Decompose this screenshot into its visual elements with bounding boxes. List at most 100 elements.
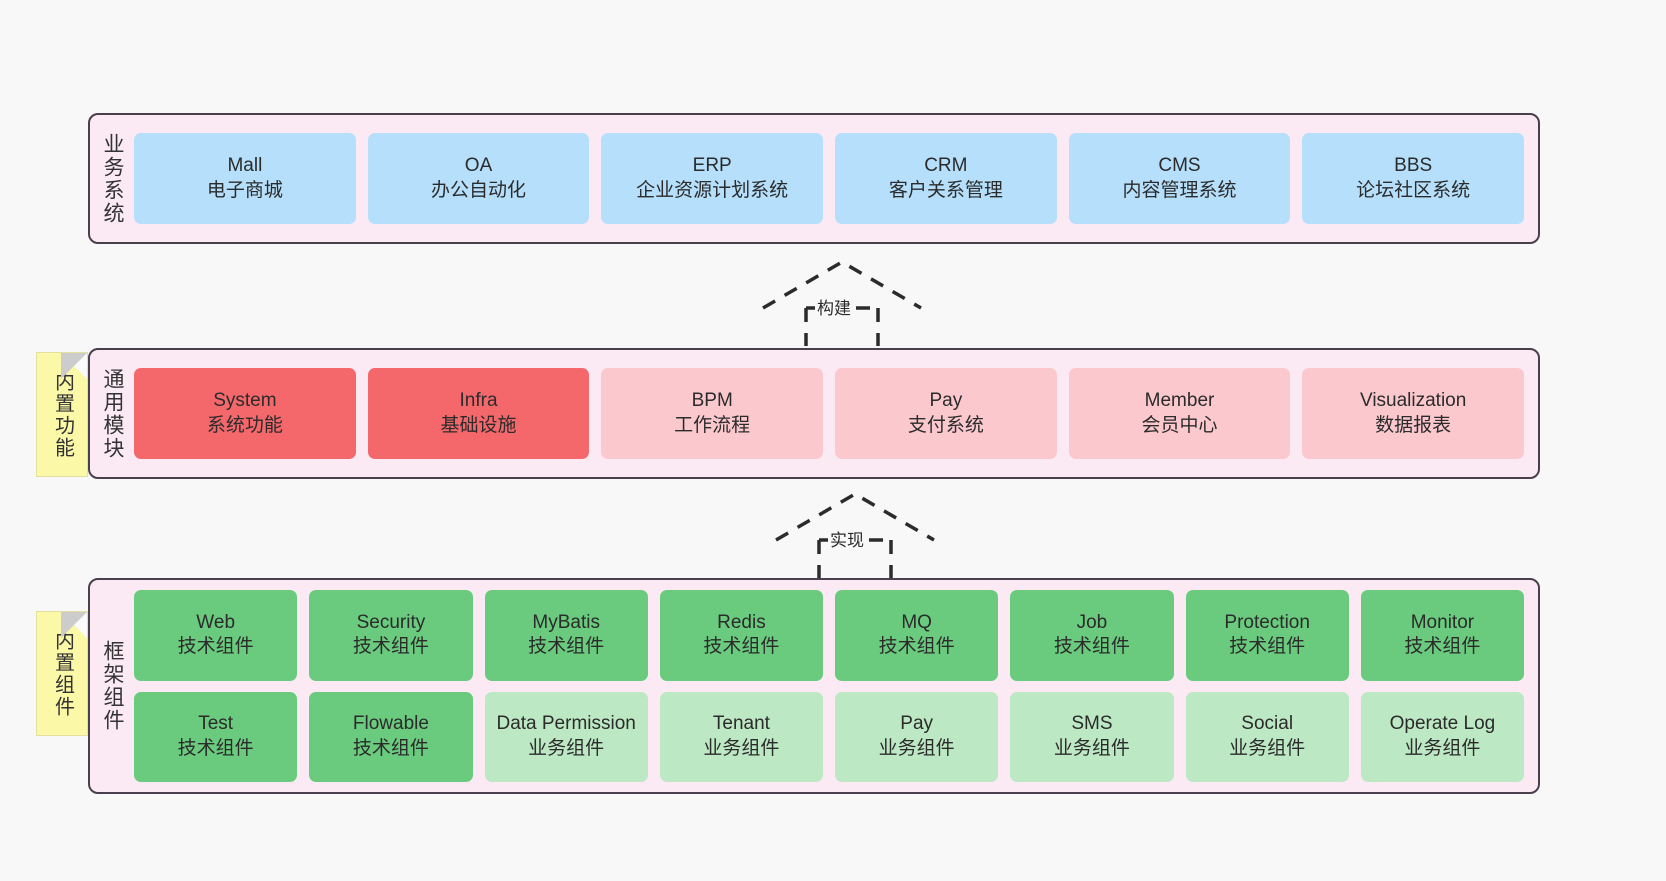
component-card-mybatis[interactable]: MyBatis 技术组件	[484, 590, 648, 681]
layer-common-module-title: 通用模块	[101, 367, 125, 460]
card-cn-label: 客户关系管理	[888, 179, 1003, 201]
common-module-card-list: System 系统功能 Infra 基础设施 BPM 工作流程 Pay 支付系统…	[132, 350, 1538, 477]
business-card-crm[interactable]: CRM 客户关系管理	[835, 133, 1057, 224]
card-cn-label: 系统功能	[206, 414, 283, 436]
card-cn-label: 论坛社区系统	[1356, 179, 1471, 201]
module-card-infra[interactable]: Infra 基础设施	[367, 368, 590, 459]
sticky-note-label: 内置组件	[51, 629, 74, 718]
module-card-visualization[interactable]: Visualization 数据报表	[1302, 368, 1524, 459]
card-cn-label: 办公自动化	[431, 179, 527, 201]
card-en-label: Flowable	[352, 713, 429, 735]
card-en-label: Redis	[717, 611, 766, 633]
card-en-label: Operate Log	[1389, 713, 1496, 735]
card-en-label: Social	[1241, 713, 1294, 735]
business-card-mall[interactable]: Mall 电子商城	[134, 133, 356, 224]
card-en-label: System	[213, 390, 277, 412]
component-card-flowable[interactable]: Flowable 技术组件	[309, 691, 473, 782]
module-card-bpm[interactable]: BPM 工作流程	[601, 368, 824, 459]
module-card-system[interactable]: System 系统功能	[134, 368, 356, 459]
business-card-bbs[interactable]: BBS 论坛社区系统	[1302, 133, 1524, 224]
card-cn-label: 支付系统	[907, 414, 984, 436]
card-cn-label: 技术组件	[352, 737, 429, 759]
card-en-label: MQ	[901, 611, 932, 633]
card-en-label: BBS	[1394, 155, 1433, 177]
component-card-job[interactable]: Job 技术组件	[1010, 590, 1174, 681]
card-en-label: Pay	[929, 390, 963, 412]
card-en-label: CRM	[924, 155, 968, 177]
card-en-label: Member	[1144, 390, 1215, 412]
card-cn-label: 电子商城	[206, 179, 283, 201]
component-card-social[interactable]: Social 业务组件	[1185, 691, 1349, 782]
business-card-cms[interactable]: CMS 内容管理系统	[1068, 133, 1291, 224]
component-card-test[interactable]: Test 技术组件	[134, 691, 298, 782]
layer-framework-component: 框架组件 Web 技术组件 Security 技术组件 MyBatis 技术组件…	[88, 578, 1540, 794]
card-cn-label: 技术组件	[703, 636, 780, 658]
card-en-label: Mall	[227, 155, 263, 177]
card-cn-label: 业务组件	[528, 737, 605, 759]
component-card-protection[interactable]: Protection 技术组件	[1185, 590, 1349, 681]
card-cn-label: 数据报表	[1375, 414, 1452, 436]
card-cn-label: 业务组件	[1404, 737, 1481, 759]
component-card-mq[interactable]: MQ 技术组件	[835, 590, 999, 681]
module-card-member[interactable]: Member 会员中心	[1068, 368, 1291, 459]
arrow-build: 构建	[757, 258, 927, 346]
business-card-erp[interactable]: ERP 企业资源计划系统	[601, 133, 824, 224]
card-cn-label: 业务组件	[703, 737, 780, 759]
sticky-note-builtin-components: 内置组件	[36, 611, 88, 736]
framework-card-grid: Web 技术组件 Security 技术组件 MyBatis 技术组件 Redi…	[132, 580, 1538, 792]
card-cn-label: 技术组件	[878, 636, 955, 658]
card-en-label: BPM	[691, 390, 733, 412]
arrow-implement-label: 实现	[828, 526, 866, 551]
card-cn-label: 技术组件	[1053, 636, 1130, 658]
component-card-data-permission[interactable]: Data Permission 业务组件	[484, 691, 648, 782]
card-en-label: Infra	[459, 390, 498, 412]
card-en-label: Pay	[900, 713, 934, 735]
module-card-pay[interactable]: Pay 支付系统	[835, 368, 1057, 459]
card-en-label: Monitor	[1410, 611, 1475, 633]
arrow-build-label: 构建	[815, 294, 853, 319]
card-en-label: MyBatis	[532, 611, 600, 633]
component-card-security[interactable]: Security 技术组件	[309, 590, 473, 681]
card-cn-label: 技术组件	[177, 737, 254, 759]
card-en-label: SMS	[1071, 713, 1113, 735]
card-cn-label: 基础设施	[440, 414, 517, 436]
card-cn-label: 技术组件	[352, 636, 429, 658]
card-en-label: OA	[464, 155, 493, 177]
card-cn-label: 技术组件	[1229, 636, 1306, 658]
card-cn-label: 会员中心	[1141, 414, 1218, 436]
card-en-label: Data Permission	[496, 713, 636, 735]
layer-business-system: 业务系统 Mall 电子商城 OA 办公自动化 ERP 企业资源计划系统 CRM…	[88, 113, 1540, 244]
card-cn-label: 技术组件	[528, 636, 605, 658]
component-card-redis[interactable]: Redis 技术组件	[659, 590, 824, 681]
card-cn-label: 业务组件	[1229, 737, 1306, 759]
layer-business-system-title: 业务系统	[101, 132, 125, 225]
card-cn-label: 技术组件	[177, 636, 254, 658]
component-card-web[interactable]: Web 技术组件	[134, 590, 298, 681]
layer-framework-component-title: 框架组件	[101, 640, 125, 732]
business-card-oa[interactable]: OA 办公自动化	[367, 133, 590, 224]
card-cn-label: 工作流程	[674, 414, 751, 436]
framework-card-row-1: Web 技术组件 Security 技术组件 MyBatis 技术组件 Redi…	[134, 590, 1525, 681]
card-en-label: Tenant	[712, 713, 770, 735]
arrow-implement: 实现	[770, 490, 940, 578]
card-en-label: Test	[198, 713, 234, 735]
card-en-label: ERP	[692, 155, 732, 177]
component-card-operate-log[interactable]: Operate Log 业务组件	[1360, 691, 1525, 782]
card-en-label: Job	[1076, 611, 1108, 633]
framework-card-row-2: Test 技术组件 Flowable 技术组件 Data Permission …	[134, 691, 1525, 782]
component-card-tenant[interactable]: Tenant 业务组件	[659, 691, 824, 782]
sticky-note-builtin-features: 内置功能	[36, 352, 88, 477]
component-card-monitor[interactable]: Monitor 技术组件	[1360, 590, 1525, 681]
card-en-label: Web	[196, 611, 236, 633]
layer-common-module: 通用模块 System 系统功能 Infra 基础设施 BPM 工作流程 Pay…	[88, 348, 1540, 479]
card-cn-label: 业务组件	[878, 737, 955, 759]
component-card-sms[interactable]: SMS 业务组件	[1010, 691, 1174, 782]
component-card-pay[interactable]: Pay 业务组件	[835, 691, 999, 782]
card-cn-label: 内容管理系统	[1122, 179, 1237, 201]
card-en-label: Security	[356, 611, 426, 633]
sticky-note-label: 内置功能	[51, 370, 74, 459]
card-cn-label: 业务组件	[1053, 737, 1130, 759]
card-en-label: Protection	[1224, 611, 1310, 633]
card-cn-label: 企业资源计划系统	[636, 179, 789, 201]
